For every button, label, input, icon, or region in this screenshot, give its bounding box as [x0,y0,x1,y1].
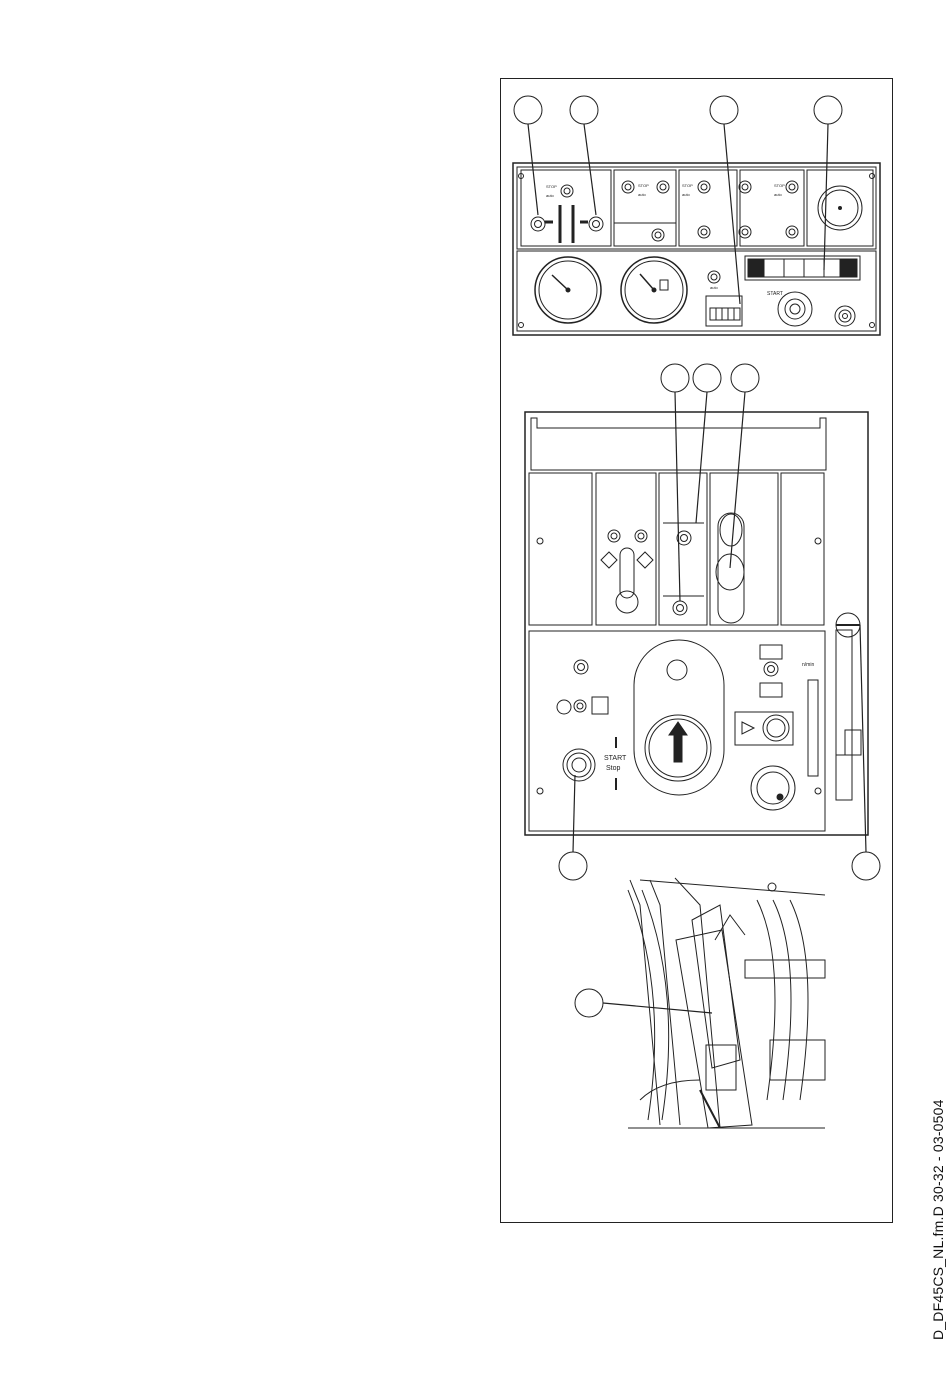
svg-text:START: START [604,755,627,762]
label-stop-3: STOP [682,183,693,188]
detail-callout [575,989,712,1017]
right-switch [760,645,782,697]
callout-top-3 [710,96,738,124]
label-stop-2: STOP [638,183,649,188]
label-auto-3: auto [682,192,691,197]
callout-mid-2 [693,364,721,392]
callout-bottom-2 [852,852,880,880]
toggle-switch-left-2 [589,217,603,231]
toggle-switch-top-i [786,181,798,193]
socket [835,306,855,326]
callout-mid-1 [661,364,689,392]
label-auto-2: auto [638,192,647,197]
top-callouts [514,96,842,304]
callout-top-4 [814,96,842,124]
svg-text:n/min: n/min [802,662,814,668]
mode-switch: auto [706,271,742,326]
toggle-switch-top-h [739,226,751,238]
label-stop-4: STOP [774,183,785,188]
temperature-gauge [535,257,601,323]
emergency-stop-button [818,186,862,230]
lower-control-panel: START Stop n/min [525,412,868,835]
direction-bars [545,205,588,243]
label-stop-1: STOP [546,184,557,189]
toggle-switch-left-1 [531,217,545,231]
start-stop-button: START Stop [563,737,627,790]
file-reference-text: D_DF45CS_NL.fm.D 30-32 - 03-0504 [930,1099,946,1340]
toggle-switch-top-d [652,229,664,241]
svg-text:Stop: Stop [606,765,621,772]
drive-switch [557,660,608,714]
warning-lights-strip [745,256,860,280]
joystick-1 [601,530,653,613]
callout-detail-1 [575,989,603,1017]
steering-control [634,640,724,795]
toggle-switch-top-b [622,181,634,193]
toggle-switch-top-j [786,226,798,238]
callout-mid-3 [731,364,759,392]
callout-bottom-1 [559,852,587,880]
fuel-gauge [621,257,687,323]
bottom-callouts [559,625,880,880]
label-auto-4: auto [774,192,783,197]
ignition-key-switch: START [767,291,812,326]
toggle-switch-top-a [561,185,573,197]
toggle-switch-top-f [698,226,710,238]
toggle-switch-top-g [739,181,751,193]
toggle-switch-top-e [698,181,710,193]
svg-text:START: START [767,291,783,297]
label-auto-1: auto [546,193,555,198]
pump-detail-drawing [628,878,825,1128]
svg-text:auto: auto [710,285,719,290]
horn-and-socket [735,712,793,745]
hand-throttle-lever [808,613,861,800]
toggle-switch-top-c [657,181,669,193]
selector-lever [663,523,704,615]
rpm-dial: n/min [751,662,814,810]
callout-top-2 [570,96,598,124]
callout-top-1 [514,96,542,124]
